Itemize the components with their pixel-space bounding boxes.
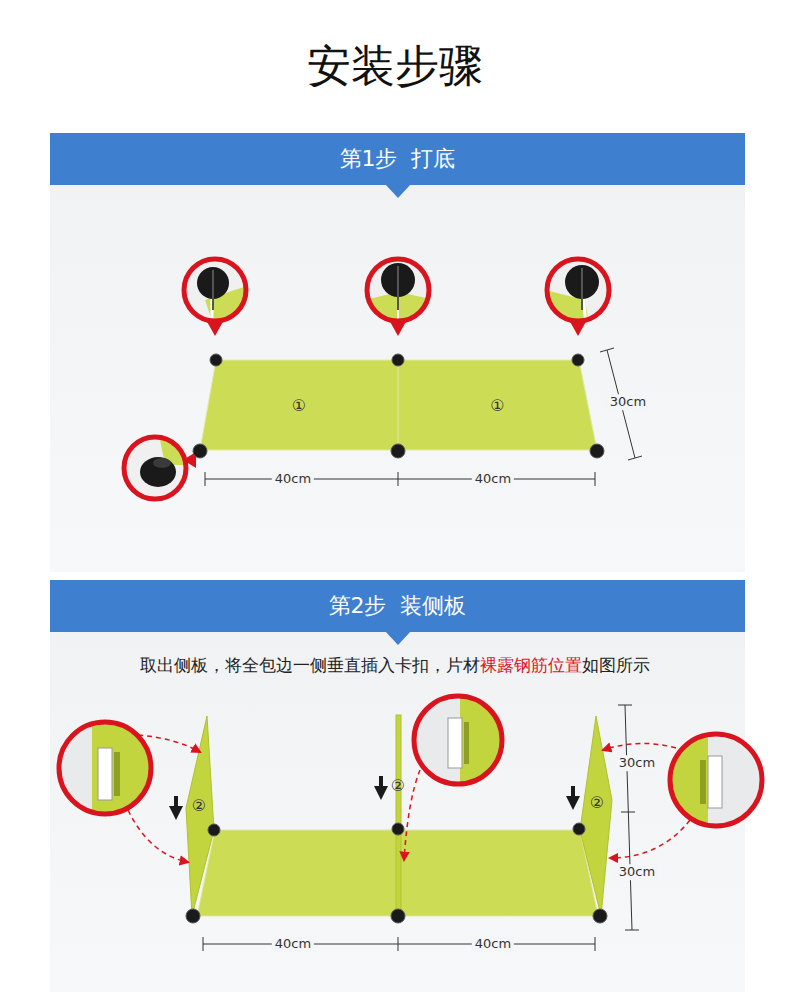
- callout-number: ①: [490, 396, 504, 415]
- banner-notch: [385, 184, 411, 198]
- callout-number: ②: [388, 776, 408, 795]
- magnifier: [360, 255, 436, 336]
- callout-number: ①: [292, 396, 306, 415]
- instruction-text: 裸露钢筋位置: [480, 655, 582, 675]
- dimension-label: 30cm: [607, 394, 649, 410]
- insert-arrow: [169, 776, 580, 820]
- magnifier: [540, 255, 616, 336]
- banner-notch: [385, 631, 411, 645]
- callout-number: ②: [587, 793, 607, 812]
- callout-arrow: [128, 735, 690, 862]
- magnifier: [120, 435, 196, 505]
- base-panel: ①: [200, 358, 398, 452]
- step-heading: 第1步 打底: [340, 144, 456, 174]
- dimension-label: 40cm: [472, 936, 514, 952]
- instruction-text: 如图所示: [582, 655, 650, 675]
- dimension-label: 30cm: [616, 864, 658, 880]
- dimension-line: [203, 705, 639, 951]
- title-text: 安装步骤: [307, 40, 483, 91]
- magnifier: [666, 730, 766, 830]
- step-heading: 第2步 装侧板: [329, 591, 467, 621]
- dimension-label: 40cm: [272, 471, 314, 487]
- section-ground: [50, 632, 745, 992]
- side-panel: [186, 716, 214, 916]
- base-panel: [197, 830, 398, 916]
- side-panel: [396, 715, 401, 915]
- dimension-label: 30cm: [616, 755, 658, 771]
- dimension-label: 40cm: [472, 471, 514, 487]
- base-panel: [399, 830, 598, 916]
- page-title: 安装步骤: [0, 40, 790, 93]
- side-panel: [580, 716, 612, 916]
- step-banner: 第1步 打底: [50, 133, 745, 185]
- step-banner: 第2步 装侧板: [50, 580, 745, 632]
- dimension-label: 40cm: [272, 936, 314, 952]
- base-panel: ①: [398, 358, 597, 452]
- section-ground: [50, 185, 745, 572]
- instruction-text: 取出侧板，将全包边一侧垂直插入卡扣，片材: [140, 655, 480, 675]
- corner-clip: [186, 354, 607, 923]
- callout-number: ②: [189, 796, 209, 815]
- magnifier: [180, 255, 250, 336]
- instruction-line: 取出侧板，将全包边一侧垂直插入卡扣，片材裸露钢筋位置如图所示: [0, 654, 790, 676]
- magnifier: [410, 694, 510, 789]
